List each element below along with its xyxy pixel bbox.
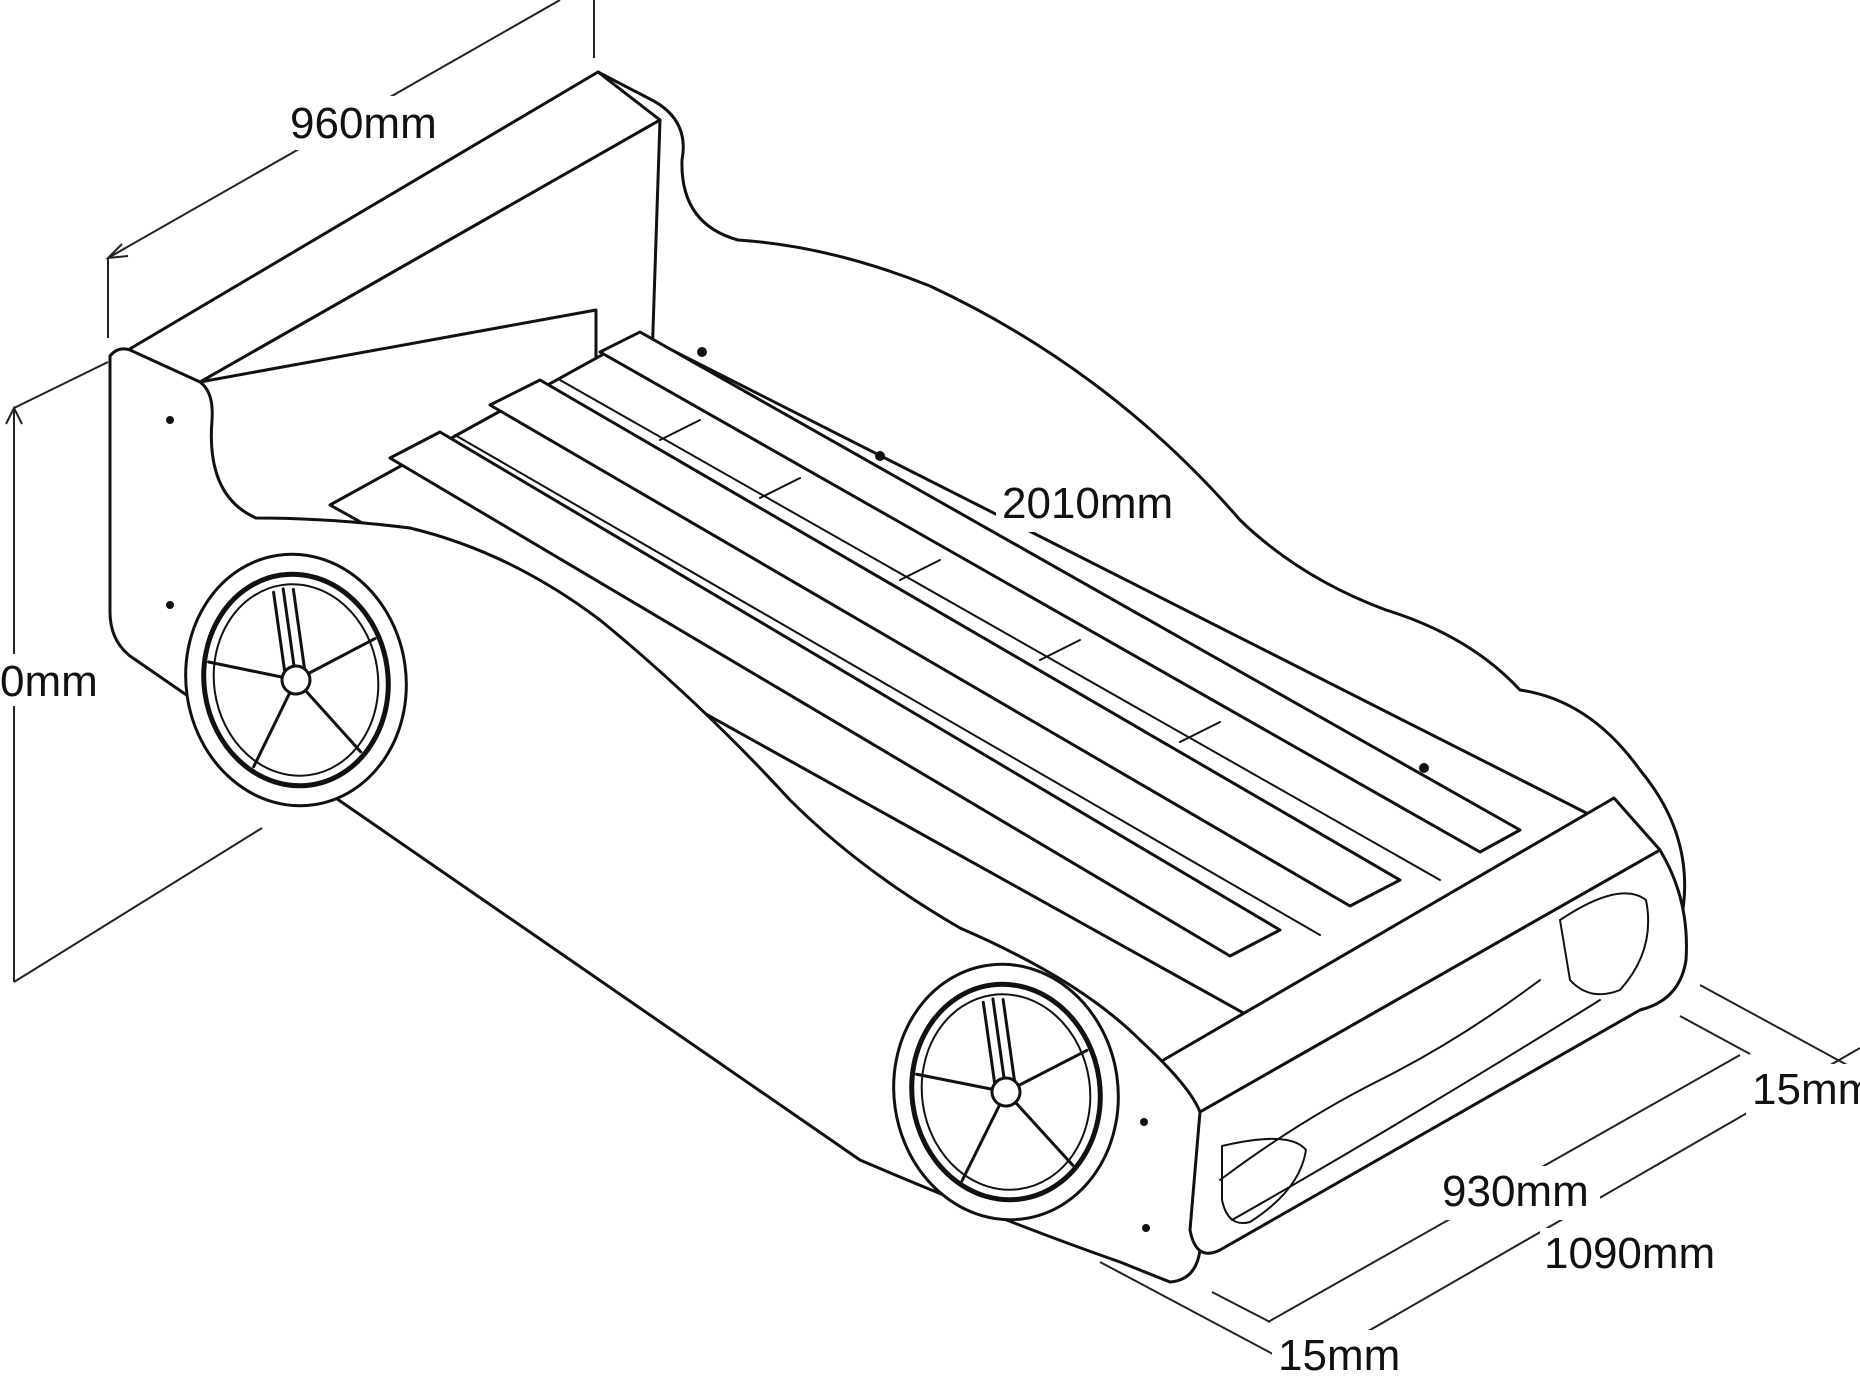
slat-tick-2 (759, 477, 801, 499)
rail-1 (559, 379, 1441, 881)
slat-tick-3 (899, 559, 941, 581)
label-bg (282, 96, 452, 150)
slat-tick-1 (659, 419, 701, 441)
dim-ext-height-top (13, 361, 109, 409)
bolt (1419, 763, 1429, 773)
dim-ext-15-left (1211, 1291, 1271, 1323)
dim-label-width-top: 960mm (290, 99, 437, 148)
slat-1 (598, 330, 1522, 854)
bolt (1140, 1118, 1148, 1126)
label-bg (1540, 1228, 1732, 1282)
dim-ext-width-right (1699, 984, 1860, 1073)
front-bumper (1188, 848, 1688, 1255)
slat-tick-4 (1039, 639, 1081, 661)
slat-3 (388, 430, 1282, 958)
headlight-right (1559, 892, 1650, 996)
slat-tick-5 (1179, 721, 1221, 743)
bolt (166, 416, 174, 424)
label-bg (996, 476, 1188, 532)
label-bg (1272, 1330, 1414, 1384)
dim-ext-15-right (1679, 1015, 1751, 1055)
label-bg (0, 654, 108, 706)
label-bg (1436, 1166, 1600, 1220)
dim-label-inner-width: 930mm (1442, 1167, 1589, 1216)
slat-2 (488, 378, 1402, 908)
headlight-left (1221, 1137, 1307, 1224)
dim-label-panel-right: 15mm (1752, 1065, 1860, 1114)
dim-label-length: 2010mm (1002, 479, 1173, 528)
bolt (697, 347, 707, 357)
dim-label-height: 0mm (0, 657, 98, 706)
rear-wheel (184, 552, 408, 808)
dim-label-panel-left: 15mm (1278, 1331, 1400, 1380)
bumper-line-1 (1219, 979, 1541, 1181)
dim-arrow-height-top (5, 405, 23, 425)
bolt (875, 451, 885, 461)
bolt (1142, 1224, 1150, 1232)
dim-label-outer-width: 1090mm (1544, 1229, 1715, 1278)
bolt (166, 601, 174, 609)
bed-body (108, 70, 1688, 1284)
dim-ext-height-bottom (13, 827, 263, 983)
front-wheel (892, 962, 1120, 1222)
label-bg (1746, 1064, 1860, 1116)
slats (328, 330, 1622, 1052)
rail-2 (454, 434, 1321, 936)
dim-arrow-width-top (105, 243, 129, 260)
